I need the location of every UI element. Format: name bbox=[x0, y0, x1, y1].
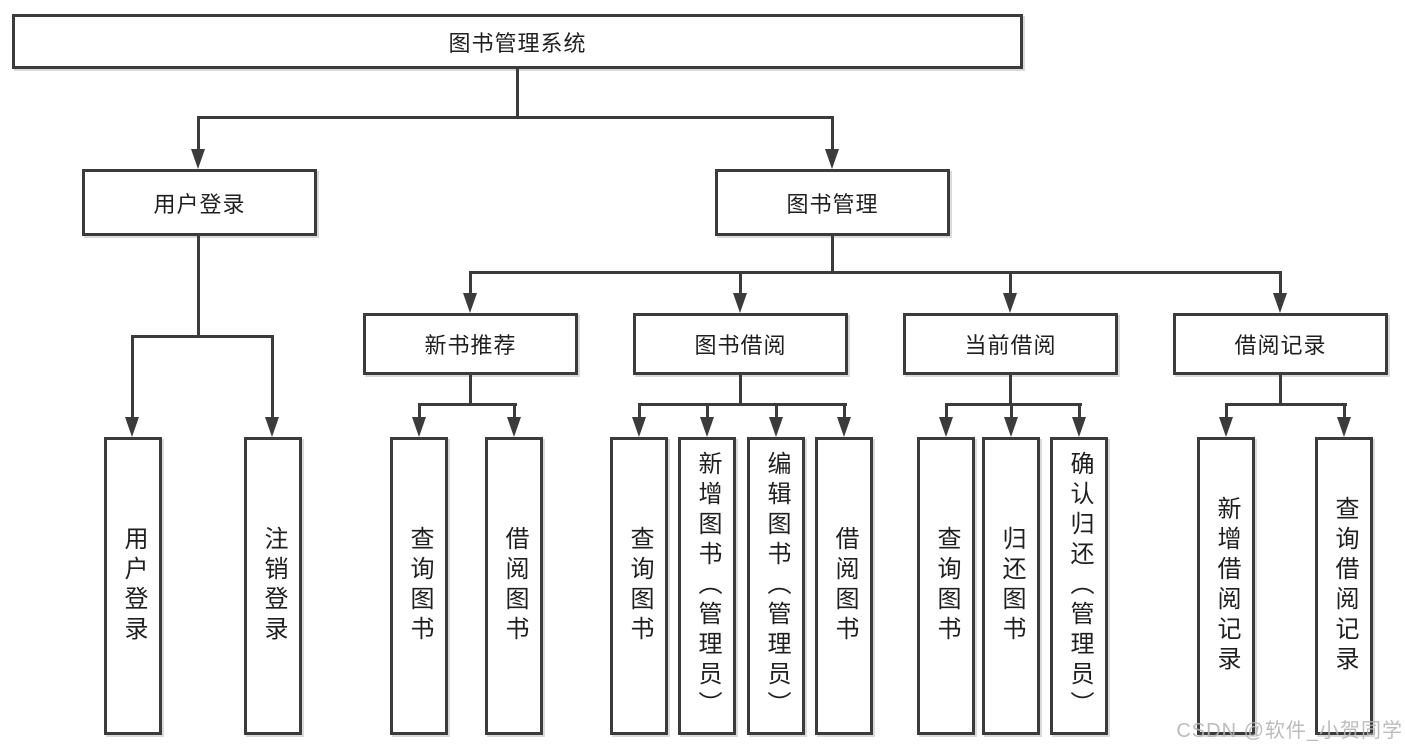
leaf-cb-query-books-label: 查询图书 bbox=[933, 526, 960, 646]
arrowhead-nb-borrow bbox=[507, 417, 521, 437]
node-book-borrowing-label: 图书借阅 bbox=[694, 333, 787, 358]
node-root-label: 图书管理系统 bbox=[448, 30, 587, 56]
node-current-borrowing: 当前借阅 bbox=[903, 313, 1118, 375]
arrowhead-rec-add bbox=[1219, 417, 1233, 437]
leaf-bb-query-books-label: 查询图书 bbox=[626, 526, 653, 646]
leaf-logout-label: 注销登录 bbox=[260, 526, 287, 646]
arrowhead-nb-query bbox=[412, 417, 426, 437]
leaf-rec-add-record-label: 新增借阅记录 bbox=[1213, 496, 1240, 676]
arrowhead-cb-confirm bbox=[1072, 417, 1086, 437]
arrowhead-leaf-user-login bbox=[125, 417, 139, 437]
node-book-borrowing: 图书借阅 bbox=[633, 313, 848, 375]
connector-drop-bb-borrow bbox=[843, 404, 846, 418]
leaf-logout: 注销登录 bbox=[244, 437, 302, 735]
leaf-rec-query-record: 查询借阅记录 bbox=[1315, 437, 1373, 735]
leaf-bb-query-books: 查询图书 bbox=[610, 437, 668, 735]
leaf-cb-confirm-return-admin: 确认归还（管理员） bbox=[1050, 437, 1108, 735]
leaf-nb-borrow-books-label: 借阅图书 bbox=[501, 526, 528, 646]
leaf-bb-borrow-books: 借阅图书 bbox=[815, 437, 873, 735]
connector-rec-rail bbox=[1225, 403, 1347, 406]
leaf-cb-confirm-return-admin-label: 确认归还（管理员） bbox=[1066, 451, 1093, 721]
leaf-user-login-label: 用户登录 bbox=[120, 526, 147, 646]
connector-drop-leaf-user-login bbox=[131, 336, 134, 419]
node-root: 图书管理系统 bbox=[12, 14, 1023, 69]
connector-drop-leaf-logout bbox=[271, 336, 274, 419]
arrowhead-cb-query bbox=[939, 417, 953, 437]
leaf-bb-add-books-admin-label: 新增图书（管理员） bbox=[694, 451, 721, 721]
arrowhead-leaf-logout bbox=[265, 417, 279, 437]
arrowhead-bb-borrow bbox=[837, 417, 851, 437]
arrowhead-current-borrowing bbox=[1003, 293, 1017, 313]
arrowhead-bb-edit bbox=[769, 417, 783, 437]
connector-drop-rec-query bbox=[1343, 404, 1346, 418]
arrowhead-user-login bbox=[191, 149, 205, 169]
leaf-cb-return-books: 归还图书 bbox=[982, 437, 1040, 735]
connector-drop-nb-query bbox=[418, 404, 421, 418]
connector-cb-stem bbox=[1009, 375, 1012, 405]
connector-drop-rec-add bbox=[1225, 404, 1228, 418]
node-new-book-recommend-label: 新书推荐 bbox=[424, 333, 517, 358]
arrowhead-book-borrowing bbox=[733, 293, 747, 313]
connector-nb-stem bbox=[469, 375, 472, 405]
connector-cb-rail bbox=[945, 403, 1082, 406]
connector-root-rail bbox=[197, 116, 834, 119]
connector-drop-bb-edit bbox=[775, 404, 778, 418]
connector-drop-cb-return bbox=[1010, 404, 1013, 418]
node-user-login: 用户登录 bbox=[82, 169, 317, 236]
connector-drop-book-borrowing bbox=[739, 272, 742, 296]
node-new-book-recommend: 新书推荐 bbox=[363, 313, 578, 375]
connector-drop-user-login bbox=[197, 117, 200, 150]
connector-drop-bb-add bbox=[706, 404, 709, 418]
node-current-borrowing-label: 当前借阅 bbox=[964, 333, 1057, 358]
leaf-rec-query-record-label: 查询借阅记录 bbox=[1331, 496, 1358, 676]
leaf-nb-query-books: 查询图书 bbox=[390, 437, 448, 735]
arrowhead-cb-return bbox=[1004, 417, 1018, 437]
leaf-bb-edit-books-admin: 编辑图书（管理员） bbox=[747, 437, 805, 735]
node-book-management: 图书管理 bbox=[715, 169, 950, 236]
arrowhead-bb-add bbox=[700, 417, 714, 437]
connector-drop-borrow-records bbox=[1279, 272, 1282, 296]
connector-drop-nb-borrow bbox=[513, 404, 516, 418]
leaf-rec-add-record: 新增借阅记录 bbox=[1197, 437, 1255, 735]
node-user-login-label: 用户登录 bbox=[153, 191, 246, 217]
connector-rec-stem bbox=[1279, 375, 1282, 405]
arrowhead-new-book-recommend bbox=[463, 293, 477, 313]
connector-mgmt-rail bbox=[469, 271, 1282, 274]
leaf-user-login: 用户登录 bbox=[104, 437, 162, 735]
leaf-nb-borrow-books: 借阅图书 bbox=[485, 437, 543, 735]
connector-drop-cb-confirm bbox=[1078, 404, 1081, 418]
connector-root-stem bbox=[516, 69, 519, 118]
connector-login-rail bbox=[131, 335, 274, 338]
connector-drop-bb-query bbox=[638, 404, 641, 418]
connector-drop-book-management bbox=[831, 117, 834, 150]
node-borrow-records: 借阅记录 bbox=[1173, 313, 1388, 375]
arrowhead-rec-query bbox=[1337, 417, 1351, 437]
connector-nb-rail bbox=[418, 403, 517, 406]
node-book-management-label: 图书管理 bbox=[786, 191, 879, 217]
leaf-bb-edit-books-admin-label: 编辑图书（管理员） bbox=[763, 451, 790, 721]
arrowhead-borrow-records bbox=[1273, 293, 1287, 313]
connector-drop-current-borrowing bbox=[1009, 272, 1012, 296]
arrowhead-book-management bbox=[825, 149, 839, 169]
leaf-cb-query-books: 查询图书 bbox=[917, 437, 975, 735]
connector-drop-cb-query bbox=[945, 404, 948, 418]
connector-login-stem bbox=[197, 236, 200, 337]
connector-mgmt-stem bbox=[831, 236, 834, 273]
node-borrow-records-label: 借阅记录 bbox=[1234, 333, 1327, 358]
arrowhead-bb-query bbox=[632, 417, 646, 437]
leaf-bb-borrow-books-label: 借阅图书 bbox=[831, 526, 858, 646]
connector-bb-stem bbox=[739, 375, 742, 405]
leaf-nb-query-books-label: 查询图书 bbox=[406, 526, 433, 646]
leaf-cb-return-books-label: 归还图书 bbox=[998, 526, 1025, 646]
connector-bb-rail bbox=[638, 403, 847, 406]
csdn-watermark: CSDN @软件_小贺同学 bbox=[1176, 720, 1403, 742]
leaf-bb-add-books-admin: 新增图书（管理员） bbox=[678, 437, 736, 735]
connector-drop-new-book-recommend bbox=[469, 272, 472, 296]
